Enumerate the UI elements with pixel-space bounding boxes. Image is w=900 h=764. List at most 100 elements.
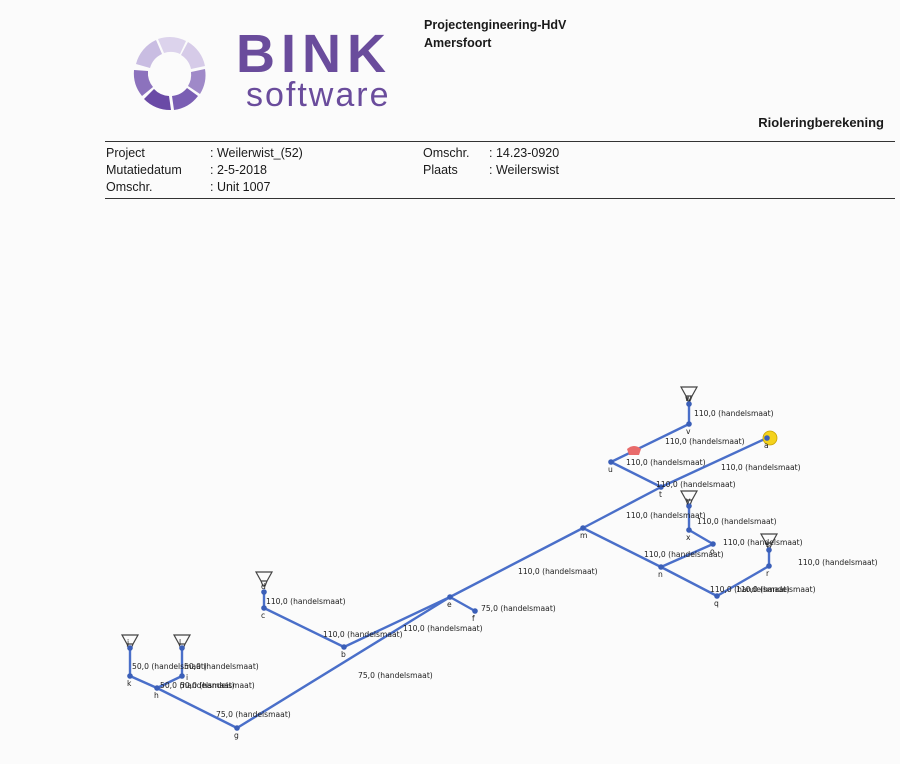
pipe-network (128, 402, 771, 730)
pipe-x-o (687, 528, 715, 546)
yellow-marker-icon (762, 430, 778, 446)
pipe-label-tt: 110,0 (handelsmaat) (656, 480, 736, 489)
pipe-q-n (659, 565, 719, 598)
node-l (179, 645, 185, 651)
company-city: Amersfoort (424, 36, 492, 50)
node-w (686, 401, 692, 407)
pipe-label-be: 110,0 (handelsmaat) (403, 624, 483, 633)
pipe-label-dc: 110,0 (handelsmaat) (266, 597, 346, 606)
meta-row-omschr-2: Omschr. : 14.23-0920 (423, 145, 559, 162)
pipe-label-wv: 110,0 (handelsmaat) (694, 409, 774, 418)
node-label-s: s (766, 540, 770, 549)
node-label-u: u (608, 465, 613, 474)
pipe-o-n (659, 542, 715, 569)
header-rule-top (105, 141, 895, 142)
node-label-l: l (179, 638, 181, 647)
document-type: Rioleringberekening (758, 115, 884, 130)
node-s (766, 547, 772, 553)
node-label-q: q (714, 599, 719, 608)
pipe-label-cb: 110,0 (handelsmaat) (323, 630, 403, 639)
node-f (472, 608, 478, 614)
node-x (686, 527, 692, 533)
node-t (658, 484, 664, 490)
node-label-x: x (686, 533, 691, 542)
node-label-e: e (447, 600, 452, 609)
node-label-i: i (186, 673, 188, 682)
node-a (764, 435, 770, 441)
pipe-label-xo: 110,0 (handelsmaat) (723, 538, 803, 547)
node-label-f: f (472, 614, 475, 623)
node-g (234, 725, 240, 731)
project-meta-right: Omschr. : 14.23-0920 Plaats : Weilerswist (423, 145, 559, 179)
node-b (341, 644, 347, 650)
pipe-h-i (155, 674, 184, 690)
node-label-n: n (658, 570, 663, 579)
meta-row-plaats: Plaats : Weilerswist (423, 162, 559, 179)
node-k (127, 673, 133, 679)
pipe-label-ef: 75,0 (handelsmaat) (481, 604, 556, 613)
pipe-m-e (448, 526, 585, 599)
pipe-g-h (155, 686, 239, 730)
pipe-labels: 110,0 (handelsmaat)110,0 (handelsmaat)11… (132, 409, 878, 719)
pipe-label-hg: 75,0 (handelsmaat) (216, 710, 291, 719)
node-label-t: t (659, 490, 662, 499)
meta-row-omschr: Omschr.: Unit 1007 (106, 179, 303, 196)
meta-value: : Weilerwist_(52) (210, 146, 303, 160)
meta-row-mutatiedatum: Mutatiedatum: 2-5-2018 (106, 162, 303, 179)
logo-word: BINK (236, 24, 392, 84)
node-label-j: j (126, 638, 129, 647)
node-y (686, 503, 692, 509)
pipe-label-uy: 110,0 (handelsmaat) (626, 458, 706, 467)
node-i (179, 673, 185, 679)
node-label-c: c (261, 611, 265, 620)
meta-label: Plaats (423, 163, 458, 177)
pipe-label-on: 110,0 (handelsmaat) (644, 550, 724, 559)
node-o (710, 541, 716, 547)
pipe-label-ki2: 50,0 (handelsmaat) (180, 681, 255, 690)
node-label-b: b (341, 650, 346, 659)
node-label-y: y (686, 496, 691, 505)
fixture-d-icon (254, 571, 274, 587)
node-e (447, 594, 453, 600)
pipe-b-c (262, 606, 346, 649)
meta-value: : 14.23-0920 (489, 146, 560, 160)
node-n (658, 564, 664, 570)
logo-subword: software (246, 76, 391, 114)
pipe-e-b (342, 595, 452, 649)
project-meta-left: Project : Weilerwist_(52) Mutatiedatum: 2… (106, 145, 303, 196)
node-label-m: m (580, 531, 587, 540)
meta-label: Omschr. (423, 146, 470, 160)
pipe-t-m (581, 485, 663, 530)
node-m (580, 525, 586, 531)
pipe-v-u (609, 422, 691, 464)
node-markers (127, 401, 772, 731)
meta-value: : Weilerswist (489, 163, 559, 177)
pipe-r-q (715, 564, 771, 598)
node-label-o: o (710, 547, 715, 556)
meta-label: Project (106, 146, 145, 160)
pipe-label-lk: 50,0 (handelsmaat) (132, 662, 207, 671)
node-u (608, 459, 614, 465)
pipe-label-sr: 110,0 (handelsmaat) (798, 558, 878, 567)
meta-value: : Unit 1007 (210, 180, 271, 194)
pipe-t-a (659, 436, 769, 489)
node-q (714, 593, 720, 599)
pipe-e-f (448, 595, 477, 613)
fixture-w-icon (679, 386, 699, 402)
node-label-g: g (234, 731, 239, 740)
node-label-h: h (154, 691, 159, 700)
node-c (261, 605, 267, 611)
pipe-label-ge: 75,0 (handelsmaat) (358, 671, 433, 680)
node-label-k: k (127, 679, 132, 688)
node-label-v: v (686, 427, 691, 436)
node-r (766, 563, 772, 569)
pipe-label-ya: 110,0 (handelsmaat) (721, 463, 801, 472)
node-label-r: r (766, 569, 770, 578)
node-j (127, 645, 133, 651)
node-h (154, 685, 160, 691)
pipe-label-q2: 110,0 (handelsmaat) (736, 585, 816, 594)
node-label-w: w (685, 394, 691, 403)
pipe-h-k (128, 674, 159, 690)
